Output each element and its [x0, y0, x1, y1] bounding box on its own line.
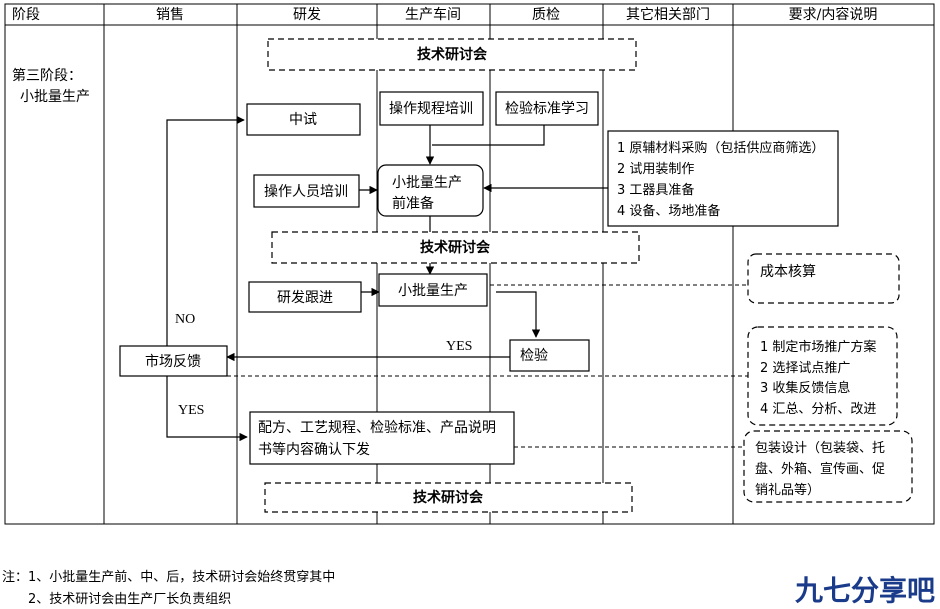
qc-study-label: 检验标准学习 — [505, 101, 589, 117]
other-dept-item-1: 1 原辅材料采购（包括供应商筛选） — [617, 140, 824, 156]
node-rnd-follow: 研发跟进 — [248, 281, 362, 313]
label-yes-top: YES — [446, 339, 472, 354]
header-qc: 质检 — [532, 7, 560, 23]
packaging-line-1: 包装设计（包装袋、托 — [755, 441, 885, 456]
yes-confirm-arrow — [166, 376, 248, 442]
small-batch-label: 小批量生产 — [398, 283, 468, 299]
note-line-2: 2、技术研讨会由生产厂长负责组织 — [28, 592, 231, 607]
node-market-feedback: 市场反馈 — [119, 345, 228, 377]
seminar-mid-label: 技术研讨会 — [420, 239, 491, 256]
stage-title: 第三阶段： — [12, 67, 82, 84]
other-dept-item-2: 2 试用装制作 — [617, 162, 694, 177]
cost-label: 成本核算 — [760, 264, 816, 280]
promotion-item-4: 4 汇总、分析、改进 — [760, 402, 876, 417]
node-staff-training: 操作人员培训 — [253, 174, 360, 208]
watermark-logo: 九七分享吧 — [795, 574, 935, 607]
promotion-item-2: 2 选择试点推广 — [760, 361, 850, 376]
market-feedback-label: 市场反馈 — [145, 353, 201, 370]
header-sales: 销售 — [156, 7, 184, 23]
staff-training-label: 操作人员培训 — [264, 184, 348, 200]
seminar-top-label: 技术研讨会 — [417, 46, 488, 63]
op-training-label: 操作规程培训 — [389, 101, 473, 117]
header-rnd: 研发 — [293, 7, 321, 23]
inspection-label: 检验 — [520, 348, 548, 364]
prep-label-line2: 前准备 — [392, 195, 434, 212]
node-seminar-bottom: 技术研讨会 — [264, 482, 633, 513]
stage-name: 小批量生产 — [20, 89, 90, 105]
node-confirm: 配方、工艺规程、检验标准、产品说明 书等内容确认下发 — [249, 411, 515, 465]
promotion-item-3: 3 收集反馈信息 — [760, 380, 850, 396]
packaging-line-3: 销礼品等） — [755, 482, 820, 498]
note-line-1: 注：1、小批量生产前、中、后，技术研讨会始终贯穿其中 — [2, 569, 335, 585]
rnd-follow-label: 研发跟进 — [277, 290, 333, 306]
header-stage: 阶段 — [12, 7, 40, 23]
seminar-bottom-label: 技术研讨会 — [413, 489, 484, 506]
batch-to-inspection-arrow — [496, 291, 541, 338]
node-seminar-mid: 技术研讨会 — [271, 231, 640, 264]
confirm-label-line1: 配方、工艺规程、检验标准、产品说明 — [258, 420, 496, 436]
node-inspection: 检验 — [509, 339, 590, 372]
qcstudy-to-prep-line — [432, 125, 545, 146]
node-other-dept-list: 1 原辅材料采购（包括供应商筛选） 2 试用装制作 3 工器具准备 4 设备、场… — [607, 130, 839, 227]
connectors — [166, 115, 748, 448]
pilot-test-label: 中试 — [289, 112, 317, 128]
prep-label-line1: 小批量生产 — [392, 175, 462, 191]
header-requirement: 要求/内容说明 — [789, 6, 878, 23]
node-prep: 小批量生产 前准备 — [377, 164, 484, 217]
promotion-item-1: 1 制定市场推广方案 — [760, 339, 876, 355]
other-dept-item-3: 3 工器具准备 — [617, 182, 694, 198]
node-small-batch: 小批量生产 — [378, 273, 488, 307]
confirm-label-line2: 书等内容确认下发 — [258, 441, 370, 458]
node-qc-study: 检验标准学习 — [495, 91, 599, 126]
header-other: 其它相关部门 — [626, 6, 710, 23]
node-packaging: 包装设计（包装袋、托 盘、外箱、宣传画、促 销礼品等） — [743, 430, 913, 503]
no-loop-arrow — [166, 115, 245, 346]
node-cost: 成本核算 — [747, 253, 900, 304]
node-op-training: 操作规程培训 — [379, 91, 484, 126]
other-dept-item-4: 4 设备、场地准备 — [617, 203, 720, 219]
node-seminar-top: 技术研讨会 — [267, 38, 637, 71]
label-no: NO — [175, 312, 195, 327]
header-workshop: 生产车间 — [405, 6, 461, 23]
node-pilot-test: 中试 — [246, 103, 361, 136]
node-promotion: 1 制定市场推广方案 2 选择试点推广 3 收集反馈信息 4 汇总、分析、改进 — [747, 326, 898, 426]
label-yes-bottom: YES — [178, 403, 204, 418]
packaging-line-2: 盘、外箱、宣传画、促 — [755, 461, 885, 477]
